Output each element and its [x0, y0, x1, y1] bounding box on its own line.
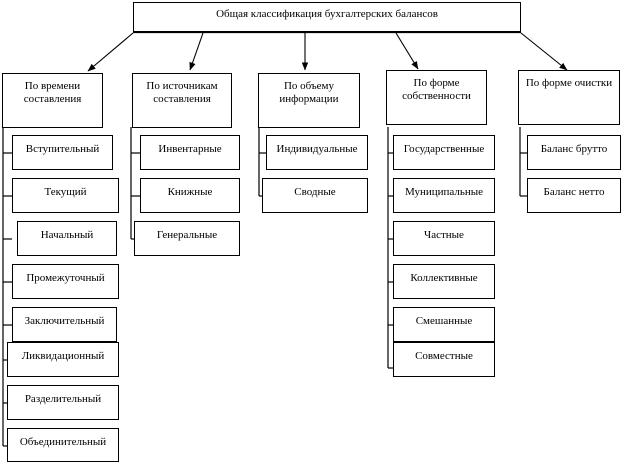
leaf-box-b3-i2[interactable]: Сводные [262, 178, 368, 213]
leaf-label-b1-i1: Вступительный [25, 143, 100, 155]
leaf-label-b4-i4: Коллективные [410, 272, 478, 284]
leaf-label-b4-i5: Смешанные [415, 315, 473, 327]
leaf-box-b2-i1[interactable]: Инвентарные [140, 135, 240, 170]
leaf-box-b1-i7[interactable]: Разделительный [7, 385, 119, 420]
branch-header-4-label: По форме собственности [402, 77, 471, 102]
leaf-box-b4-i3[interactable]: Частные [393, 221, 495, 256]
leaf-box-b1-i3[interactable]: Начальный [17, 221, 117, 256]
leaf-box-b2-i3[interactable]: Генеральные [134, 221, 240, 256]
leaf-box-b5-i1[interactable]: Баланс брутто [527, 135, 621, 170]
branch-header-5[interactable]: По форме очистки [518, 70, 620, 125]
branch-header-1-label: По времени составления [23, 80, 82, 105]
leaf-box-b3-i1[interactable]: Индивидуальные [266, 135, 368, 170]
diagram-title-box: Общая классификация бухгалтерских баланс… [133, 2, 521, 32]
branch-header-2[interactable]: По источникам составления [132, 73, 232, 128]
leaf-label-b1-i3: Начальный [40, 229, 94, 241]
leaf-box-b1-i1[interactable]: Вступительный [12, 135, 113, 170]
leaf-label-b2-i3: Генеральные [156, 229, 218, 241]
leaf-label-b5-i1: Баланс брутто [540, 143, 608, 155]
leaf-label-b3-i1: Индивидуальные [276, 143, 358, 155]
arrow-to-branch-4 [395, 32, 419, 70]
leaf-box-b1-i5[interactable]: Заключительный [12, 307, 117, 342]
leaf-label-b3-i2: Сводные [294, 186, 336, 198]
leaf-box-b1-i6[interactable]: Ликвидационный [7, 342, 119, 377]
leaf-label-b1-i7: Разделительный [24, 393, 102, 405]
leaf-box-b1-i8[interactable]: Объединительный [7, 428, 119, 462]
leaf-box-b4-i6[interactable]: Совместные [393, 342, 495, 377]
arrow-to-branch-2 [189, 32, 204, 71]
branch-header-5-label: По форме очистки [525, 77, 613, 89]
leaf-label-b4-i1: Государственные [403, 143, 485, 155]
leaf-label-b1-i5: Заключительный [24, 315, 105, 327]
leaf-box-b2-i2[interactable]: Книжные [140, 178, 240, 213]
leaf-label-b2-i2: Книжные [167, 186, 213, 198]
arrow-to-branch-1 [87, 32, 134, 72]
leaf-label-b1-i8: Объединительный [19, 436, 107, 448]
branch-header-1[interactable]: По времени составления [2, 73, 103, 128]
leaf-label-b4-i2: Муниципальные [404, 186, 484, 198]
leaf-box-b5-i2[interactable]: Баланс нетто [527, 178, 621, 213]
leaf-label-b5-i2: Баланс нетто [543, 186, 605, 198]
leaf-box-b4-i5[interactable]: Смешанные [393, 307, 495, 342]
leaf-box-b4-i1[interactable]: Государственные [393, 135, 495, 170]
leaf-label-b4-i6: Совместные [415, 350, 473, 362]
arrow-to-branch-5 [520, 32, 568, 71]
branch-header-3-label: По объему информации [279, 80, 339, 105]
leaf-box-b1-i2[interactable]: Текущий [12, 178, 119, 213]
branch-header-4[interactable]: По форме собственности [386, 70, 487, 125]
leaf-box-b4-i2[interactable]: Муниципальные [393, 178, 495, 213]
branch-header-3[interactable]: По объему информации [258, 73, 360, 128]
leaf-label-b1-i4: Промежуточный [26, 272, 105, 284]
leaf-label-b4-i3: Частные [424, 229, 464, 241]
leaf-label-b1-i6: Ликвидационный [21, 350, 105, 362]
leaf-box-b1-i4[interactable]: Промежуточный [12, 264, 119, 299]
leaf-box-b4-i4[interactable]: Коллективные [393, 264, 495, 299]
diagram-title: Общая классификация бухгалтерских баланс… [216, 8, 438, 20]
branch-header-2-label: По источникам составления [146, 80, 218, 105]
leaf-label-b2-i1: Инвентарные [158, 143, 222, 155]
leaf-label-b1-i2: Текущий [44, 186, 87, 198]
